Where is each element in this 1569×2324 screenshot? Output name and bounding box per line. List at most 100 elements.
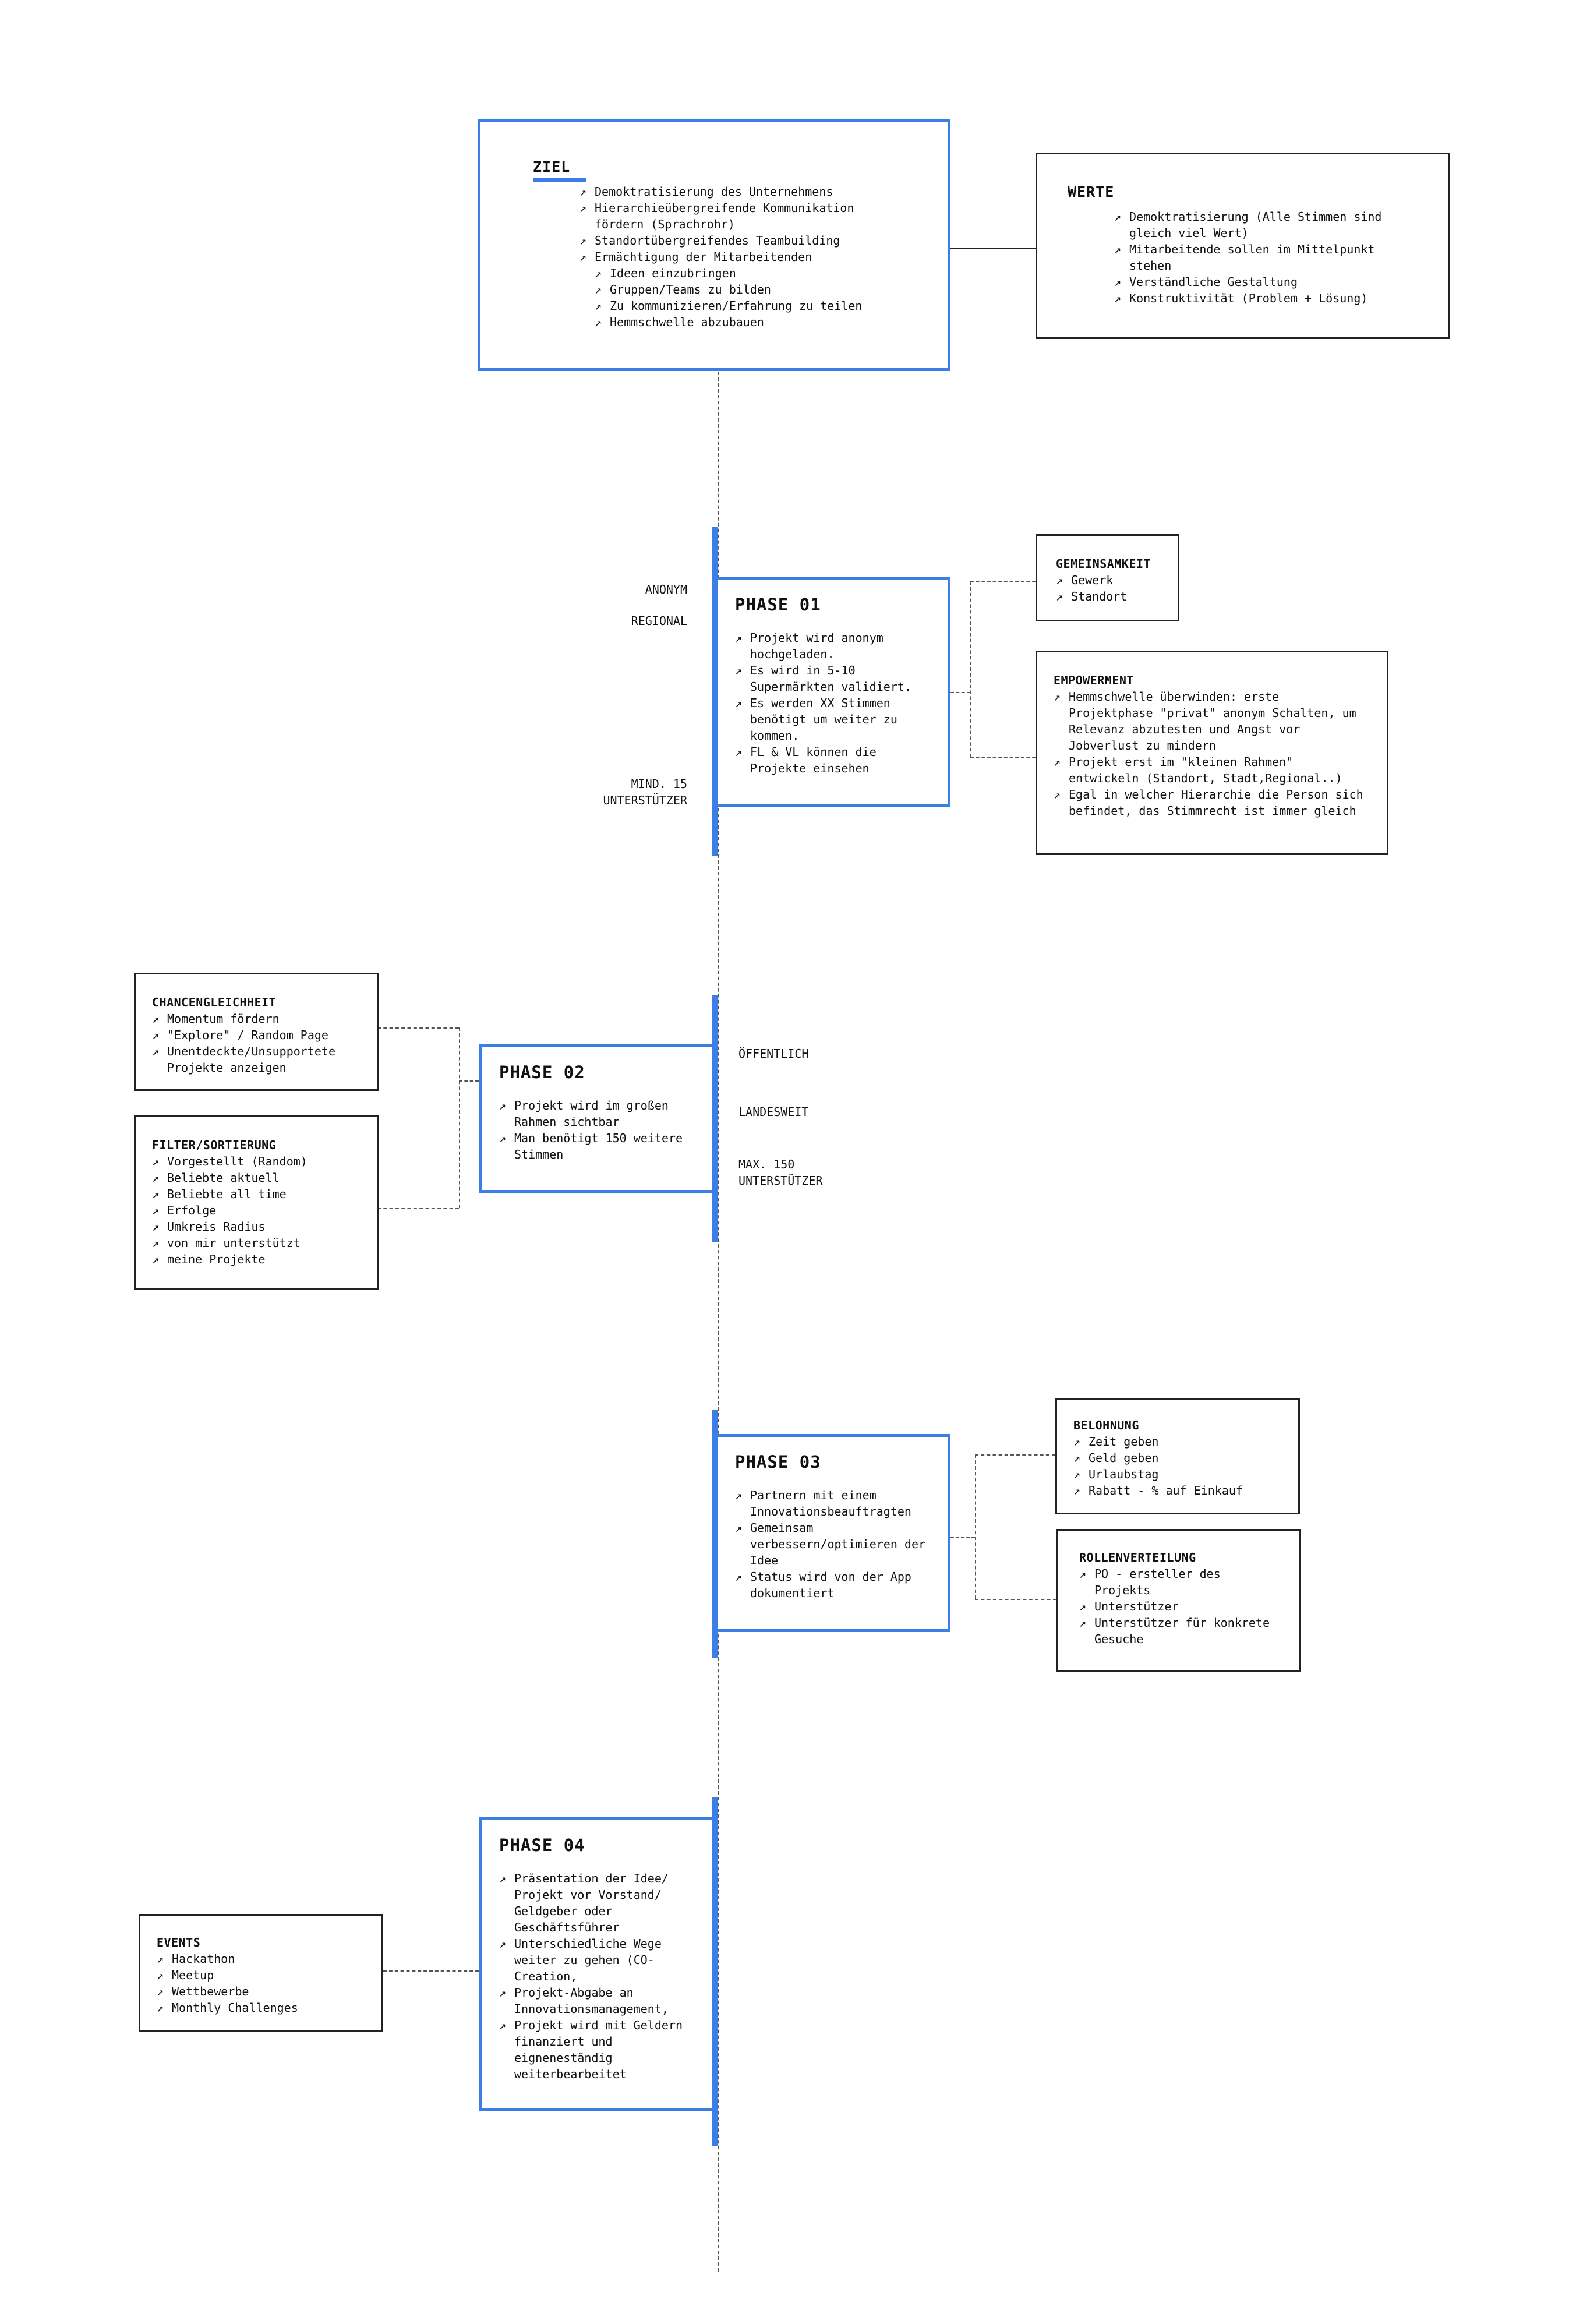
list-item: Standort: [1056, 588, 1166, 605]
phase2-label-oeffentlich: ÖFFENTLICH: [738, 1047, 809, 1061]
chancengleichheit-title: CHANCENGLEICHHEIT: [152, 995, 277, 1009]
list-item: Man benötigt 150 weitere Stimmen: [499, 1130, 697, 1163]
phase3-connector: [975, 1454, 1055, 1456]
list-item: Unentdeckte/Unsupportete Projekte anzeig…: [152, 1043, 362, 1076]
werte-list: Demoktratisierung (Alle Stimmen sind gle…: [1114, 209, 1417, 306]
phase1-label-regional: REGIONAL: [631, 614, 687, 628]
list-item: Mitarbeitende sollen im Mittelpunkt steh…: [1114, 241, 1417, 274]
list-item: Präsentation der Idee/ Projekt vor Vorst…: [499, 1870, 700, 1936]
list-item: Hierarchieübergreifende Kommunikation fö…: [579, 200, 906, 232]
list-item: Zeit geben: [1073, 1433, 1287, 1450]
phase1-connector: [950, 692, 970, 693]
ziel-werte-connector: [950, 248, 1036, 249]
list-item: Monthly Challenges: [157, 2000, 370, 2016]
list-item: Beliebte all time: [152, 1186, 365, 1202]
list-item: Gemeinsam verbessern/optimieren der Idee: [735, 1520, 933, 1569]
list-item: Hemmschwelle überwinden: erste Projektph…: [1054, 688, 1368, 754]
phase1-connector: [970, 757, 1036, 758]
list-item: Es werden XX Stimmen benötigt um weiter …: [735, 695, 921, 744]
events-box: EVENTS Hackathon Meetup Wettbewerbe Mont…: [139, 1914, 383, 2032]
list-item: Projekt wird im großen Rahmen sichtbar: [499, 1097, 697, 1130]
belohnung-list: Zeit geben Geld geben Urlaubstag Rabatt …: [1073, 1433, 1287, 1499]
phase1-label-anonym: ANONYM: [645, 582, 687, 596]
phase3-connector: [975, 1599, 1056, 1600]
timeline-line: [718, 372, 719, 2272]
werte-box: WERTE Demoktratisierung (Alle Stimmen si…: [1036, 153, 1450, 339]
ziel-underline: [533, 178, 586, 182]
list-item: Demoktratisierung des Unternehmens: [579, 183, 906, 200]
phase3-connector: [950, 1537, 975, 1538]
list-item: Beliebte aktuell: [152, 1170, 365, 1186]
list-item: Konstruktivität (Problem + Lösung): [1114, 290, 1417, 306]
belohnung-title: BELOHNUNG: [1073, 1418, 1139, 1432]
list-item: meine Projekte: [152, 1251, 365, 1267]
rollen-box: ROLLENVERTEILUNG PO - ersteller des Proj…: [1056, 1529, 1301, 1672]
list-item: PO - ersteller des Projekts: [1079, 1566, 1283, 1598]
events-list: Hackathon Meetup Wettbewerbe Monthly Cha…: [157, 1951, 370, 2016]
gemeinsamkeit-list: Gewerk Standort: [1056, 572, 1166, 605]
list-item: Verständliche Gestaltung: [1114, 274, 1417, 290]
empowerment-title: EMPOWERMENT: [1054, 673, 1134, 687]
empowerment-box: EMPOWERMENT Hemmschwelle überwinden: ers…: [1036, 651, 1388, 855]
phase4-title: PHASE 04: [499, 1835, 585, 1855]
list-subitem: Ideen einzubringen: [579, 265, 906, 281]
filter-list: Vorgestellt (Random) Beliebte aktuell Be…: [152, 1153, 365, 1267]
list-item: Status wird von der App dokumentiert: [735, 1569, 933, 1601]
list-item: Partnern mit einem Innovationsbeauftragt…: [735, 1487, 933, 1520]
list-item: Geld geben: [1073, 1450, 1287, 1466]
gemeinsamkeit-title: GEMEINSAMKEIT: [1056, 557, 1151, 571]
phase2-label-landesweit: LANDESWEIT: [738, 1105, 809, 1119]
list-item: Egal in welcher Hierarchie die Person si…: [1054, 786, 1368, 819]
phase2-title: PHASE 02: [499, 1062, 585, 1082]
werte-title: WERTE: [1068, 183, 1115, 200]
phase1-connector: [970, 581, 1036, 582]
phase2-connector: [377, 1208, 459, 1209]
phase3-box: PHASE 03 Partnern mit einem Innovationsb…: [715, 1434, 950, 1632]
empowerment-list: Hemmschwelle überwinden: erste Projektph…: [1054, 688, 1368, 819]
list-item: Meetup: [157, 1967, 370, 1983]
list-item: Umkreis Radius: [152, 1218, 365, 1235]
list-item: FL & VL können die Projekte einsehen: [735, 744, 921, 776]
phase2-box: PHASE 02 Projekt wird im großen Rahmen s…: [479, 1044, 715, 1193]
list-subitem: Gruppen/Teams zu bilden: [579, 281, 906, 298]
list-item: Projekt wird anonym hochgeladen.: [735, 630, 921, 662]
phase4-list: Präsentation der Idee/ Projekt vor Vorst…: [499, 1870, 700, 2082]
phase1-box: PHASE 01 Projekt wird anonym hochgeladen…: [715, 577, 950, 807]
phase4-connector: [383, 1970, 479, 1972]
phase3-list: Partnern mit einem Innovationsbeauftragt…: [735, 1487, 933, 1601]
list-item: Projekt wird mit Geldern finanziert und …: [499, 2017, 700, 2082]
list-item: Es wird in 5-10 Supermärkten validiert.: [735, 662, 921, 695]
chancengleichheit-list: Momentum fördern "Explore" / Random Page…: [152, 1011, 362, 1076]
phase2-label-unterstuetzer: MAX. 150 UNTERSTÜTZER: [738, 1157, 823, 1188]
rollen-title: ROLLENVERTEILUNG: [1079, 1550, 1196, 1564]
list-item: Momentum fördern: [152, 1011, 362, 1027]
list-item: Unterstützer für konkrete Gesuche: [1079, 1615, 1283, 1647]
phase1-connector: [970, 581, 971, 757]
phase3-title: PHASE 03: [735, 1452, 821, 1472]
list-item: Standortübergreifendes Teambuilding: [579, 232, 906, 249]
phase1-title: PHASE 01: [735, 595, 821, 614]
list-item: Wettbewerbe: [157, 1983, 370, 2000]
phase2-connector: [459, 1080, 479, 1082]
ziel-list: Demoktratisierung des Unternehmens Hiera…: [579, 183, 906, 330]
list-subitem: Hemmschwelle abzubauen: [579, 314, 906, 330]
phase1-label-unterstuetzer: MIND. 15 UNTERSTÜTZER: [603, 777, 688, 807]
gemeinsamkeit-box: GEMEINSAMKEIT Gewerk Standort: [1036, 534, 1179, 621]
list-item: Unterschiedliche Wege weiter zu gehen (C…: [499, 1936, 700, 1984]
chancengleichheit-box: CHANCENGLEICHHEIT Momentum fördern "Expl…: [134, 973, 379, 1091]
phase2-bar: [712, 995, 718, 1242]
list-subitem: Zu kommunizieren/Erfahrung zu teilen: [579, 298, 906, 314]
ziel-box: ZIEL Demoktratisierung des Unternehmens …: [478, 119, 950, 371]
list-item: Unterstützer: [1079, 1598, 1283, 1615]
list-item: Projekt erst im "kleinen Rahmen" entwick…: [1054, 754, 1368, 786]
belohnung-box: BELOHNUNG Zeit geben Geld geben Urlaubst…: [1055, 1398, 1300, 1514]
events-title: EVENTS: [157, 1936, 201, 1949]
phase2-connector: [377, 1027, 459, 1029]
list-item: Gewerk: [1056, 572, 1166, 588]
list-item: Rabatt - % auf Einkauf: [1073, 1482, 1287, 1499]
ziel-title: ZIEL: [533, 158, 571, 175]
phase4-box: PHASE 04 Präsentation der Idee/ Projekt …: [479, 1817, 715, 2111]
list-item: Hackathon: [157, 1951, 370, 1967]
list-item: Vorgestellt (Random): [152, 1153, 365, 1170]
list-item: Demoktratisierung (Alle Stimmen sind gle…: [1114, 209, 1417, 241]
